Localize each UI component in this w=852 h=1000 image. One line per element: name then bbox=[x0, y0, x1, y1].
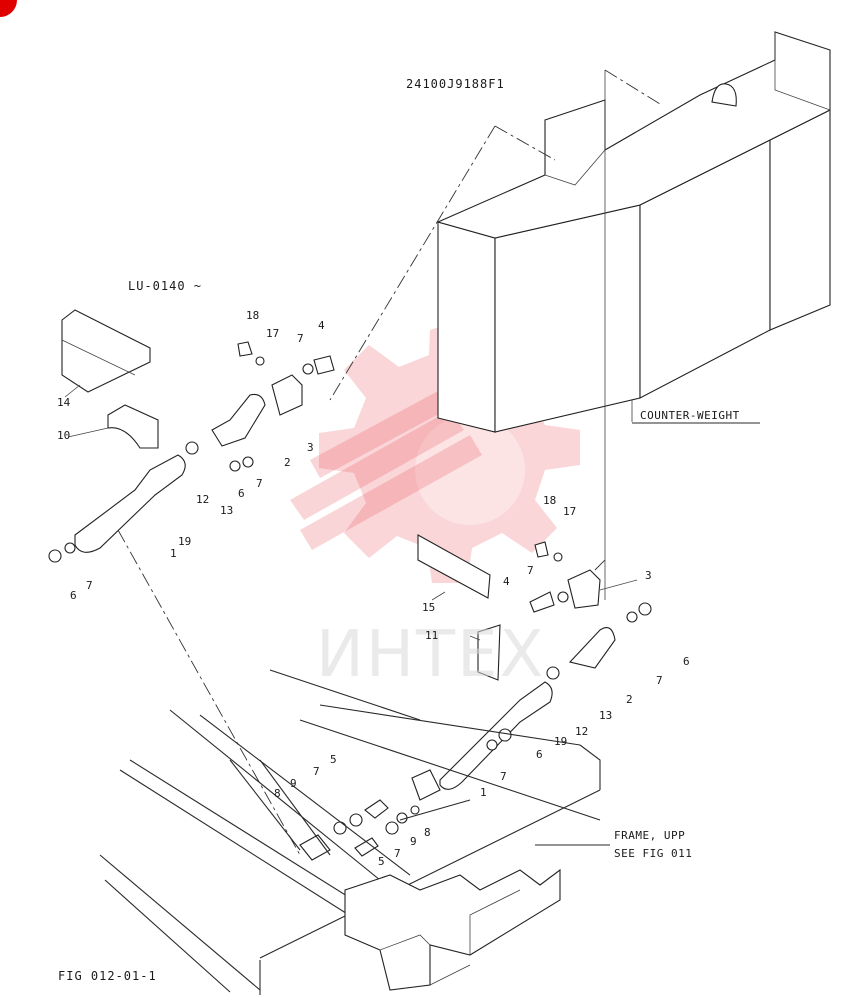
callout-number: 18 bbox=[246, 309, 260, 322]
upper-frame bbox=[99, 669, 610, 995]
callout-number: 7 bbox=[500, 770, 507, 783]
callout-number: 9 bbox=[290, 777, 297, 790]
callout-number: 2 bbox=[284, 456, 291, 469]
frame-bolts bbox=[299, 799, 420, 861]
callout-number: 6 bbox=[238, 487, 245, 500]
callout-number: 4 bbox=[503, 575, 510, 588]
callout-number: 11 bbox=[425, 629, 439, 642]
counterweight bbox=[436, 31, 831, 600]
callout-number: 7 bbox=[527, 564, 534, 577]
callout-number: 12 bbox=[575, 725, 589, 738]
callout-number: 1 bbox=[170, 547, 177, 560]
callout-number: 12 bbox=[196, 493, 210, 506]
callout-number: 8 bbox=[424, 826, 431, 839]
callout-number: 7 bbox=[313, 765, 320, 778]
callout-number: 17 bbox=[563, 505, 577, 518]
callout-leaders bbox=[64, 384, 638, 641]
callout-number: 18 bbox=[543, 494, 557, 507]
callout-number: 5 bbox=[330, 753, 337, 766]
callout-number: 7 bbox=[394, 847, 401, 860]
callout-number: 7 bbox=[656, 674, 663, 687]
callout-number: 15 bbox=[422, 601, 436, 614]
callout-number: 8 bbox=[274, 787, 281, 800]
frame-label-line2: SEE FIG 011 bbox=[614, 847, 693, 860]
callout-number: 19 bbox=[554, 735, 568, 748]
callout-number: 14 bbox=[57, 396, 71, 409]
corner-mark bbox=[0, 0, 17, 17]
left-link-assembly bbox=[48, 309, 335, 563]
callout-number: 13 bbox=[220, 504, 234, 517]
callout-number: 7 bbox=[297, 332, 304, 345]
callout-number: 6 bbox=[536, 748, 543, 761]
callout-number: 7 bbox=[86, 579, 93, 592]
callout-number: 5 bbox=[378, 855, 385, 868]
right-link-assembly bbox=[411, 534, 652, 801]
serial-note: LU-0140 ~ bbox=[128, 279, 203, 293]
callout-number: 3 bbox=[645, 569, 652, 582]
frame-label-line1: FRAME, UPP bbox=[614, 829, 686, 842]
callout-number: 17 bbox=[266, 327, 280, 340]
watermark-text: ИНТЕХ bbox=[316, 618, 546, 692]
callout-number: 4 bbox=[318, 319, 325, 332]
callout-number: 3 bbox=[307, 441, 314, 454]
counterweight-label: COUNTER-WEIGHT bbox=[640, 409, 740, 422]
callout-number: 2 bbox=[626, 693, 633, 706]
callout-number: 19 bbox=[178, 535, 192, 548]
figure-ref: FIG 012-01-1 bbox=[58, 969, 157, 983]
callout-number: 1 bbox=[480, 786, 487, 799]
callout-number: 6 bbox=[70, 589, 77, 602]
callout-number: 9 bbox=[410, 835, 417, 848]
callout-number: 7 bbox=[256, 477, 263, 490]
callout-number: 6 bbox=[683, 655, 690, 668]
callout-number: 13 bbox=[599, 709, 613, 722]
part-code: 24100J9188F1 bbox=[406, 77, 505, 91]
callout-number: 10 bbox=[57, 429, 71, 442]
